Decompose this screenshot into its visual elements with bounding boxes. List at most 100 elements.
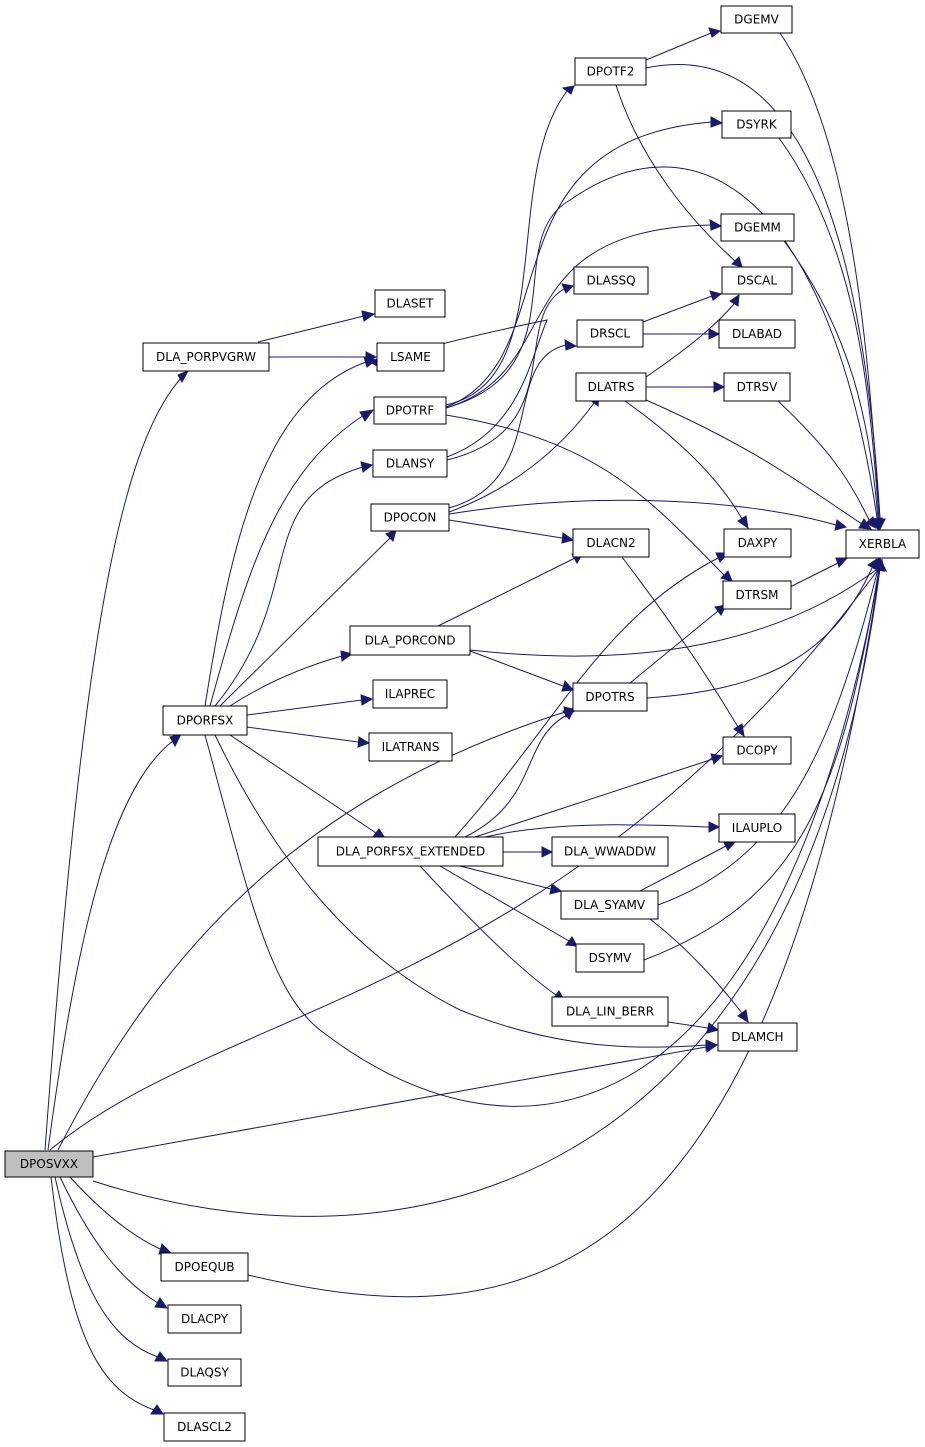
node-box [718,319,796,349]
node-dla-lin-berr[interactable]: DLA_LIN_BERR [551,996,669,1027]
node-label: DLA_PORCOND [365,634,456,648]
node-box [374,289,446,318]
node-dsyrk[interactable]: DSYRK [721,110,792,139]
edge-dporfsx-to-dpotrf [209,409,375,707]
node-dlacpy[interactable]: DLACPY [167,1304,242,1334]
node-dgemv[interactable]: DGEMV [720,5,793,34]
node-dposvxx[interactable]: DPOSVXX [4,1150,94,1178]
node-box [349,625,471,656]
edge-dposvxx-to-dporfsx [47,733,182,1151]
edge-dla_porcond-to-dpotrs [469,650,575,692]
node-dla-porfsx-extended[interactable]: DLA_PORFSX_EXTENDED [317,836,504,867]
node-dpotf2[interactable]: DPOTF2 [574,57,647,86]
node-dcopy[interactable]: DCOPY [722,736,792,765]
node-dgemm[interactable]: DGEMM [720,213,795,242]
node-box [723,528,792,558]
node-box [560,890,659,920]
node-label: DSYMV [589,951,633,965]
node-dlamch[interactable]: DLAMCH [717,1022,798,1052]
edge-dla_porpvgrw-to-dlaset [257,310,376,343]
edge-dpocon-to-dlatrs [448,394,600,513]
node-dsymv[interactable]: DSYMV [575,943,645,973]
node-ilauplo[interactable]: ILAUPLO [718,813,796,843]
node-dlascl2[interactable]: DLASCL2 [163,1412,246,1442]
edge-dla_porfsx_extended-to-ilauplo [484,821,721,838]
edge-dla_syamv-to-dlamch [649,918,749,1023]
node-label: DTRSM [736,588,779,602]
node-dla-syamv[interactable]: DLA_SYAMV [560,890,659,920]
edge-dpotrf-to-dgemm [445,219,723,409]
edge-dla_porcond-to-xerbla [469,558,883,657]
node-box [551,996,669,1027]
node-box [718,813,796,843]
node-dporfsx[interactable]: DPORFSX [162,705,248,736]
node-daxpy[interactable]: DAXPY [723,528,792,558]
node-label: ILAUPLO [732,821,782,835]
edge-dla_lin_berr-to-dlamch [667,1021,720,1034]
node-dpotrs[interactable]: DPOTRS [572,682,648,712]
node-dlaqsy[interactable]: DLAQSY [167,1358,242,1387]
edge-dpotrf-to-dtrsm [445,414,733,582]
node-label: DLASET [387,297,435,311]
node-label: DLASSQ [586,274,635,288]
node-box [722,580,792,610]
edge-dpocon-to-xerbla [448,499,848,531]
edge-dtrsm-to-xerbla [789,557,849,588]
node-ilaprec[interactable]: ILAPREC [372,679,448,709]
edge-dpocon-to-drscl [448,339,578,509]
node-label: DLA_PORFSX_EXTENDED [336,845,486,859]
node-label: DLAQSY [180,1366,229,1380]
node-label: DPOSVXX [20,1157,78,1171]
node-ilatrans[interactable]: ILATRANS [368,732,453,762]
node-drscl[interactable]: DRSCL [576,319,644,348]
node-box [717,1022,798,1052]
node-dlatrs[interactable]: DLATRS [575,372,647,402]
node-label: LSAME [390,350,431,364]
edge-dporfsx-to-ilaprec [246,694,374,716]
node-dpotrf[interactable]: DPOTRF [373,396,447,425]
node-box [142,342,270,372]
edge-dsymv-to-xerbla [643,556,885,961]
node-dlabad[interactable]: DLABAD [718,319,796,349]
edge-dla_porfsx_extended-to-dpotrs [464,707,576,838]
node-box [845,529,920,559]
node-dpocon[interactable]: DPOCON [370,503,450,532]
node-dla-porpvgrw[interactable]: DLA_PORPVGRW [142,342,270,372]
node-label: DCOPY [736,744,778,758]
node-label: DLABAD [732,327,782,341]
node-dscal[interactable]: DSCAL [721,266,793,295]
edge-dpotrf-to-xerbla [445,166,883,531]
edge-dpotrs-to-dtrsm [629,604,727,684]
edge-dla_porfsx_extended-to-dcopy [474,753,724,838]
edge-dlatrs-to-dscal [645,294,740,378]
node-label: DLACPY [181,1312,229,1326]
node-box [723,372,791,402]
node-xerbla[interactable]: XERBLA [845,529,920,559]
node-dtrsm[interactable]: DTRSM [722,580,792,610]
node-box [160,1252,249,1282]
edge-dtrsv-to-xerbla [777,400,877,529]
node-dla-wwaddw[interactable]: DLA_WWADDW [551,836,669,867]
edge-dporfsx-to-dlansy [214,461,374,707]
node-dpoequb[interactable]: DPOEQUB [160,1252,249,1282]
node-dtrsv[interactable]: DTRSV [723,372,791,402]
edge-dla_porfsx_extended-to-dla_lin_berr [419,865,565,1001]
edge-dlatrs-to-dtrsv [646,381,726,393]
node-box [372,449,448,478]
node-dla-porcond[interactable]: DLA_PORCOND [349,625,471,656]
node-label: DLAMCH [731,1030,783,1044]
node-dlacn2[interactable]: DLACN2 [572,528,650,558]
edge-dpocon-to-dlacn2 [448,519,575,544]
edge-dgemv-to-xerbla [779,32,886,531]
node-lsame[interactable]: LSAME [376,342,445,372]
edge-dporfsx-to-dpocon [219,529,397,707]
node-box [721,110,792,139]
node-dlaset[interactable]: DLASET [374,289,446,318]
node-dlansy[interactable]: DLANSY [372,449,448,478]
node-label: DLA_PORPVGRW [156,350,256,364]
edge-dporfsx-to-dla_porfsx_extended [229,734,386,839]
node-dlassq[interactable]: DLASSQ [573,266,649,295]
node-label: XERBLA [859,537,907,551]
node-label: DRSCL [590,327,631,341]
